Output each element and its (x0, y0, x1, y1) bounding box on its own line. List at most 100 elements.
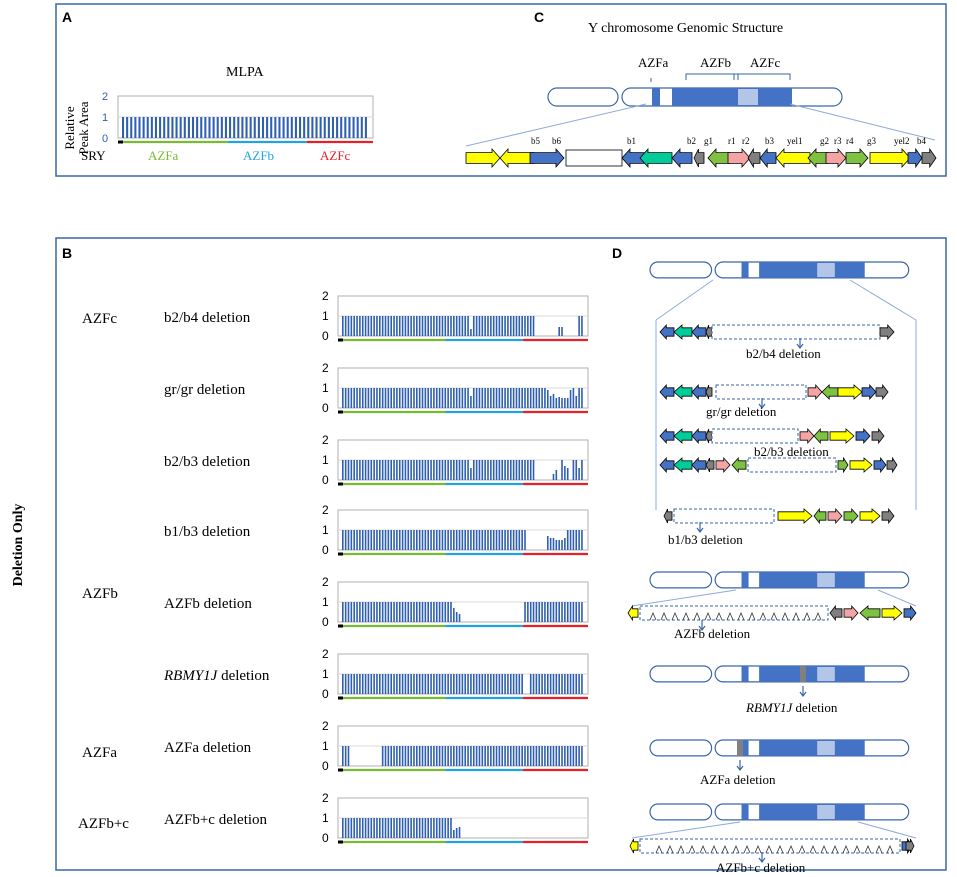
data-bar (435, 388, 438, 408)
data-bar (393, 388, 395, 408)
azfbc-band (759, 666, 865, 682)
tick-label: 1 (322, 595, 329, 609)
data-bar (361, 460, 364, 480)
data-bar (360, 117, 363, 138)
data-bar (498, 746, 501, 766)
deleted-segment (673, 508, 775, 524)
data-bar (501, 460, 504, 480)
tick-label: 1 (322, 811, 329, 825)
azfa-band (741, 804, 749, 820)
data-bar (421, 746, 424, 766)
data-bar (353, 602, 355, 622)
data-bar (538, 746, 541, 766)
data-bar (379, 388, 381, 408)
data-bar (558, 602, 560, 622)
data-bar (359, 530, 361, 550)
data-bar (521, 460, 523, 480)
amplicon-arrow (715, 456, 731, 474)
y-chromosome-ideogram (547, 87, 843, 107)
amplicon-arrow (663, 508, 673, 524)
data-bar (381, 530, 384, 550)
data-bar (401, 530, 404, 550)
amplicon-arrow (759, 147, 777, 169)
tick-label: 0 (102, 133, 108, 145)
data-bar (344, 117, 347, 138)
data-bar (433, 530, 435, 550)
data-bar (541, 674, 543, 694)
data-bar (376, 674, 378, 694)
data-bar (475, 460, 478, 480)
data-bar (490, 316, 492, 336)
data-bar (396, 602, 398, 622)
data-bar (427, 674, 430, 694)
tick-label: 2 (322, 719, 329, 733)
data-bar (424, 460, 427, 480)
data-bar (495, 746, 498, 766)
data-bar (350, 818, 353, 838)
data-bar (504, 460, 506, 480)
data-bar (561, 674, 563, 694)
data-bar (418, 530, 421, 550)
data-bar (379, 316, 381, 336)
data-bar (490, 460, 492, 480)
data-bar (546, 602, 549, 622)
data-bar (387, 746, 390, 766)
data-bar (396, 746, 398, 766)
data-bar (578, 746, 580, 766)
tick-mark (666, 844, 674, 854)
data-bar (421, 818, 424, 838)
data-bar (509, 316, 512, 336)
data-bar (467, 674, 469, 694)
data-bar (504, 388, 506, 408)
amplicon-map (465, 147, 937, 169)
amplicon-label: r4 (846, 136, 854, 146)
data-bar (410, 316, 412, 336)
data-bar (498, 674, 501, 694)
pointer-arrow (796, 338, 804, 349)
data-bar (455, 316, 458, 336)
c-zoom-lines (465, 103, 936, 147)
data-bar (416, 316, 418, 336)
data-bar (581, 746, 583, 766)
data-bar (555, 602, 558, 622)
azfa-band (741, 262, 749, 278)
tick-mark (715, 611, 723, 621)
data-bar (541, 746, 543, 766)
data-bar (572, 460, 575, 480)
data-bar (390, 316, 392, 336)
data-bar (455, 828, 458, 838)
data-bar (347, 530, 350, 550)
data-bar (418, 818, 421, 838)
data-bar (370, 530, 373, 550)
tick-mark (776, 844, 784, 854)
data-bar (249, 117, 252, 138)
data-bar (558, 540, 560, 550)
data-bar (410, 818, 412, 838)
data-bar (373, 316, 375, 336)
sry-underline (118, 140, 123, 144)
data-bar (344, 746, 347, 766)
data-bar (344, 530, 347, 550)
data-bar (447, 316, 449, 336)
data-bar (257, 117, 260, 138)
tick-mark (820, 844, 828, 854)
tick-mark (655, 844, 663, 854)
data-bar (447, 530, 449, 550)
data-bar (549, 538, 552, 550)
deletion-row-label: b2/b3 deletion (164, 454, 251, 470)
data-bar (433, 388, 435, 408)
data-bar (487, 674, 489, 694)
data-bar (410, 460, 412, 480)
data-bar (421, 674, 424, 694)
data-bar (387, 530, 390, 550)
data-bar (461, 460, 464, 480)
data-bar (527, 602, 529, 622)
data-bar (376, 388, 378, 408)
heterochromatin-band (817, 667, 835, 682)
data-bar (418, 602, 421, 622)
data-bar (401, 818, 404, 838)
data-bar (353, 316, 355, 336)
